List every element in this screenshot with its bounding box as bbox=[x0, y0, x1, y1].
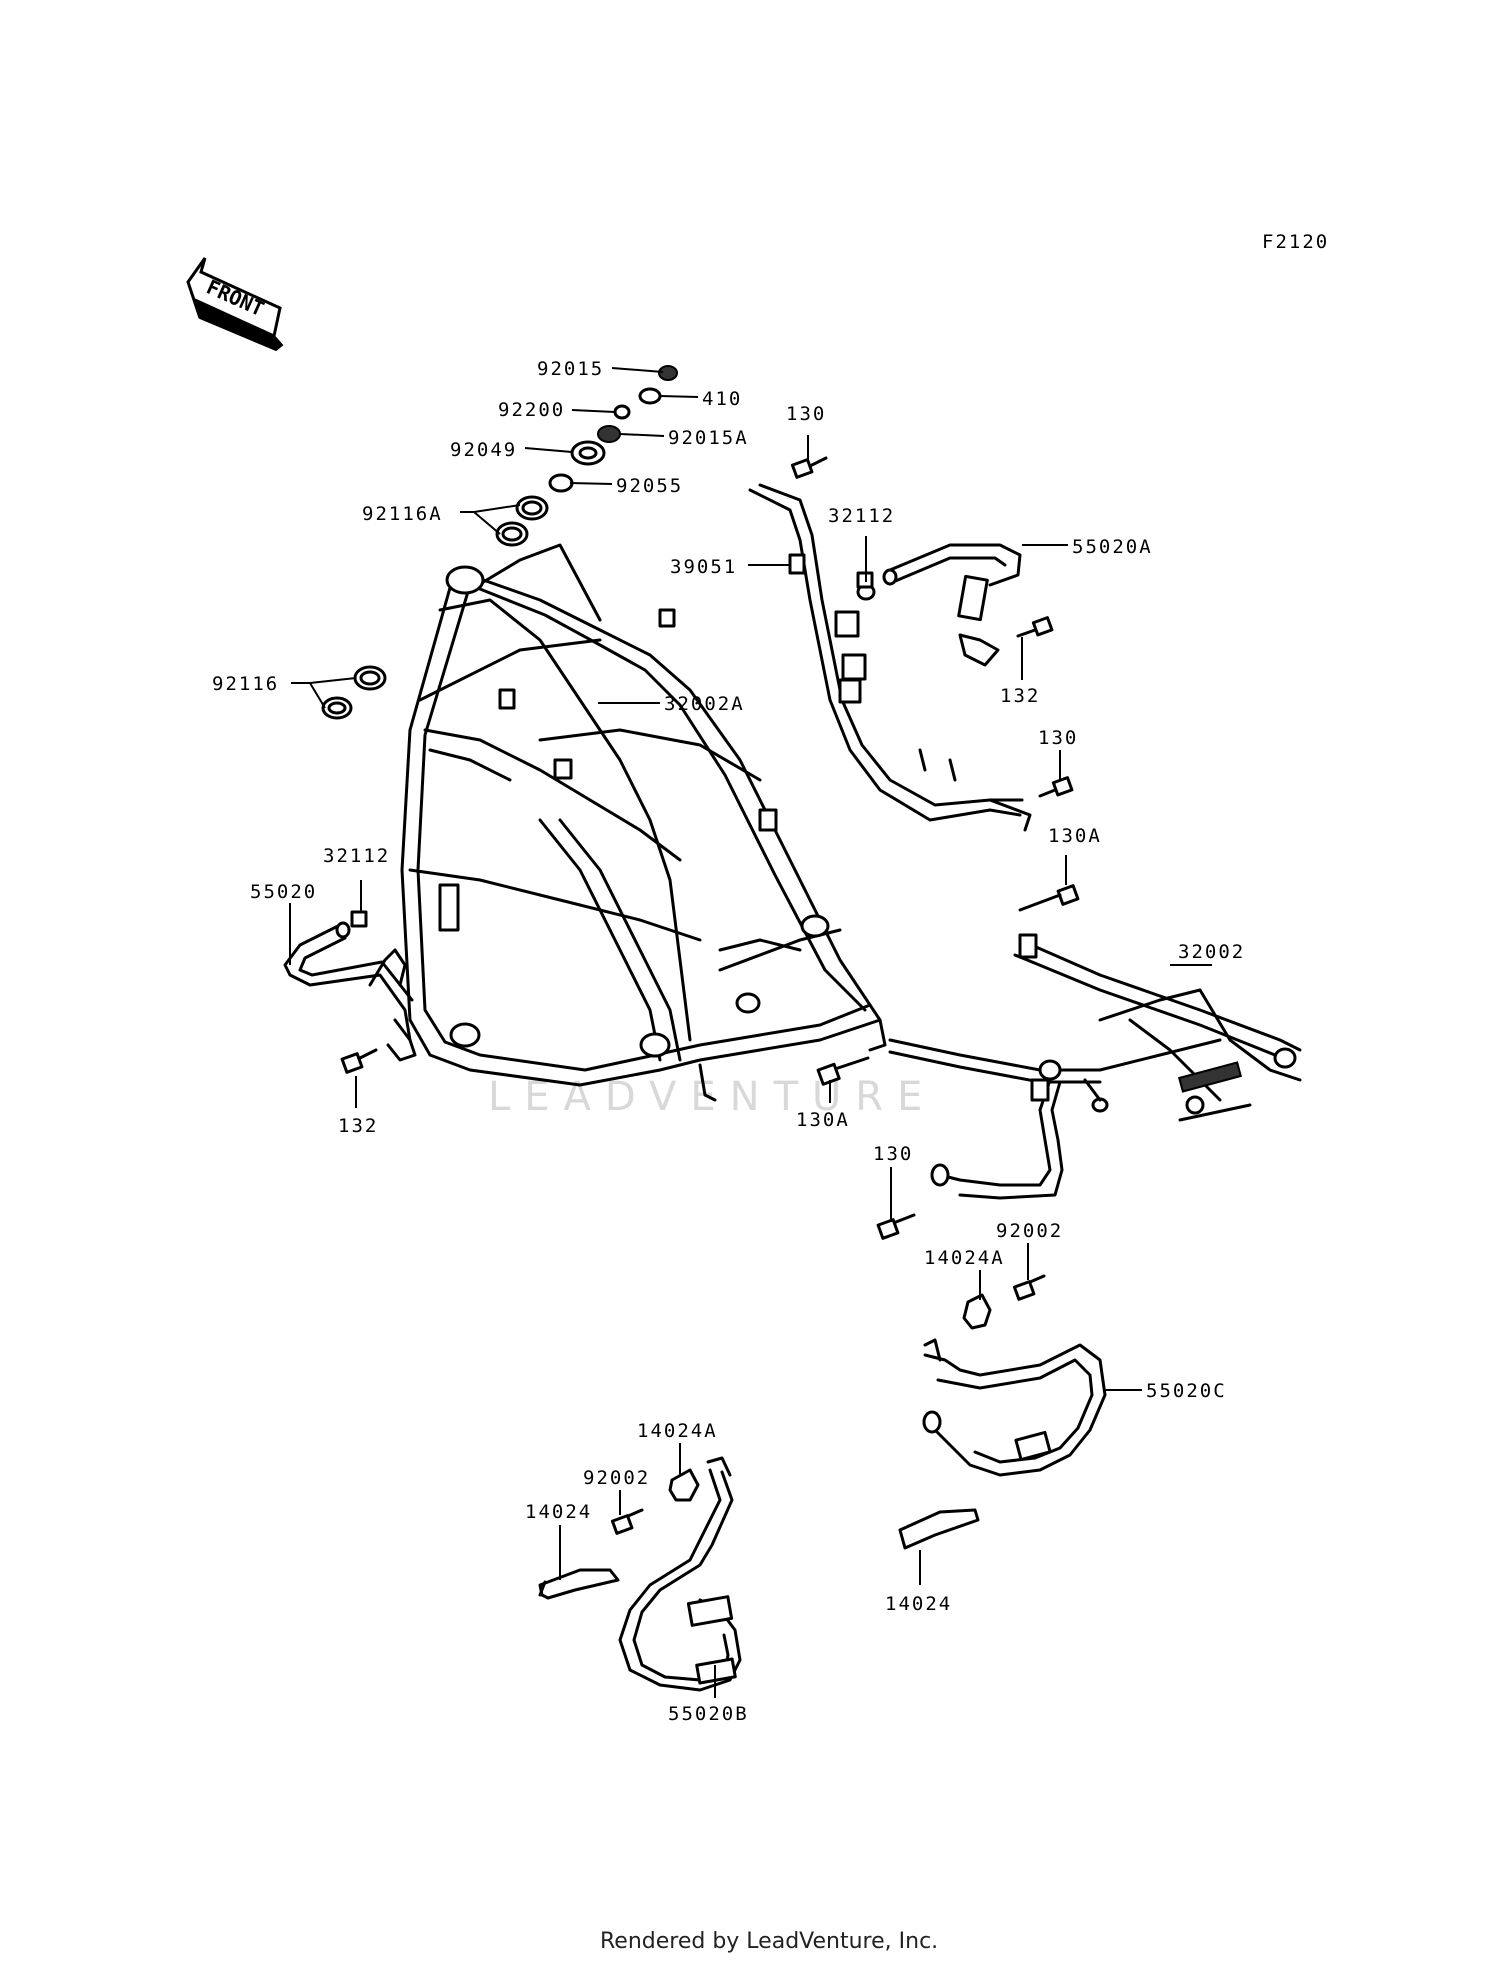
callout-32002A: 32002A bbox=[664, 693, 745, 715]
bolt-icon bbox=[876, 1213, 916, 1240]
callout-92055: 92055 bbox=[616, 475, 683, 497]
guard-55020A bbox=[856, 543, 1022, 667]
bolt-icon bbox=[1012, 1274, 1046, 1301]
bolt-icon bbox=[610, 1508, 644, 1535]
callout-55020C: 55020C bbox=[1146, 1380, 1227, 1402]
callout-14024A-right: 14024A bbox=[924, 1247, 1005, 1269]
guard-55020C bbox=[922, 1338, 1107, 1477]
callout-92015A: 92015A bbox=[668, 427, 749, 449]
callout-92116: 92116 bbox=[212, 673, 279, 695]
rear-subframe bbox=[888, 933, 1302, 1200]
callout-32002: 32002 bbox=[1178, 941, 1245, 963]
bolt-icon bbox=[1038, 776, 1074, 798]
bolt-icon bbox=[1016, 616, 1054, 638]
callout-55020: 55020 bbox=[250, 881, 317, 903]
callout-130-mid: 130 bbox=[1038, 727, 1078, 749]
callout-55020B: 55020B bbox=[668, 1703, 749, 1725]
bolts bbox=[340, 456, 1080, 1535]
steering-stem-parts bbox=[321, 365, 678, 720]
callout-39051: 39051 bbox=[670, 556, 737, 578]
callout-92200: 92200 bbox=[498, 399, 565, 421]
callout-14024-left: 14024 bbox=[525, 1501, 592, 1523]
callout-132-upper: 132 bbox=[1000, 685, 1040, 707]
leader-lines bbox=[289, 367, 1212, 1698]
guard-55020 bbox=[283, 921, 417, 1062]
front-arrow-icon: FRONT bbox=[186, 257, 284, 352]
callout-32112-lower: 32112 bbox=[323, 845, 390, 867]
callout-55020A: 55020A bbox=[1072, 536, 1153, 558]
bolt-icon bbox=[350, 910, 368, 928]
down-tube bbox=[748, 483, 1032, 832]
callout-92116A: 92116A bbox=[362, 503, 443, 525]
callout-32112-upper: 32112 bbox=[828, 505, 895, 527]
callout-130-upper: 130 bbox=[786, 403, 826, 425]
diagram-code: F2120 bbox=[1262, 231, 1329, 253]
callout-92015: 92015 bbox=[537, 358, 604, 380]
bolt-icon bbox=[340, 1048, 378, 1074]
callout-92002-left: 92002 bbox=[583, 1467, 650, 1489]
callout-14024A-left: 14024A bbox=[637, 1420, 718, 1442]
callout-labels: 92015 410 92200 92015A 92049 92055 92116… bbox=[212, 358, 1245, 1725]
callout-132-lower: 132 bbox=[338, 1115, 378, 1137]
bolt-icon bbox=[1018, 884, 1080, 912]
main-frame bbox=[400, 543, 887, 1102]
callout-130-lower: 130 bbox=[873, 1143, 913, 1165]
bolt-icon bbox=[790, 456, 828, 479]
brackets-14024 bbox=[538, 1293, 992, 1600]
footer-credit: Rendered by LeadVenture, Inc. bbox=[600, 1929, 938, 1954]
callout-14024-right: 14024 bbox=[885, 1593, 952, 1615]
bolt-icon bbox=[816, 1056, 870, 1086]
callout-130A-upper: 130A bbox=[1048, 825, 1102, 847]
callout-130A-lower: 130A bbox=[796, 1109, 850, 1131]
callout-92049: 92049 bbox=[450, 439, 517, 461]
callout-92002-right: 92002 bbox=[996, 1220, 1063, 1242]
callout-410: 410 bbox=[702, 388, 742, 410]
